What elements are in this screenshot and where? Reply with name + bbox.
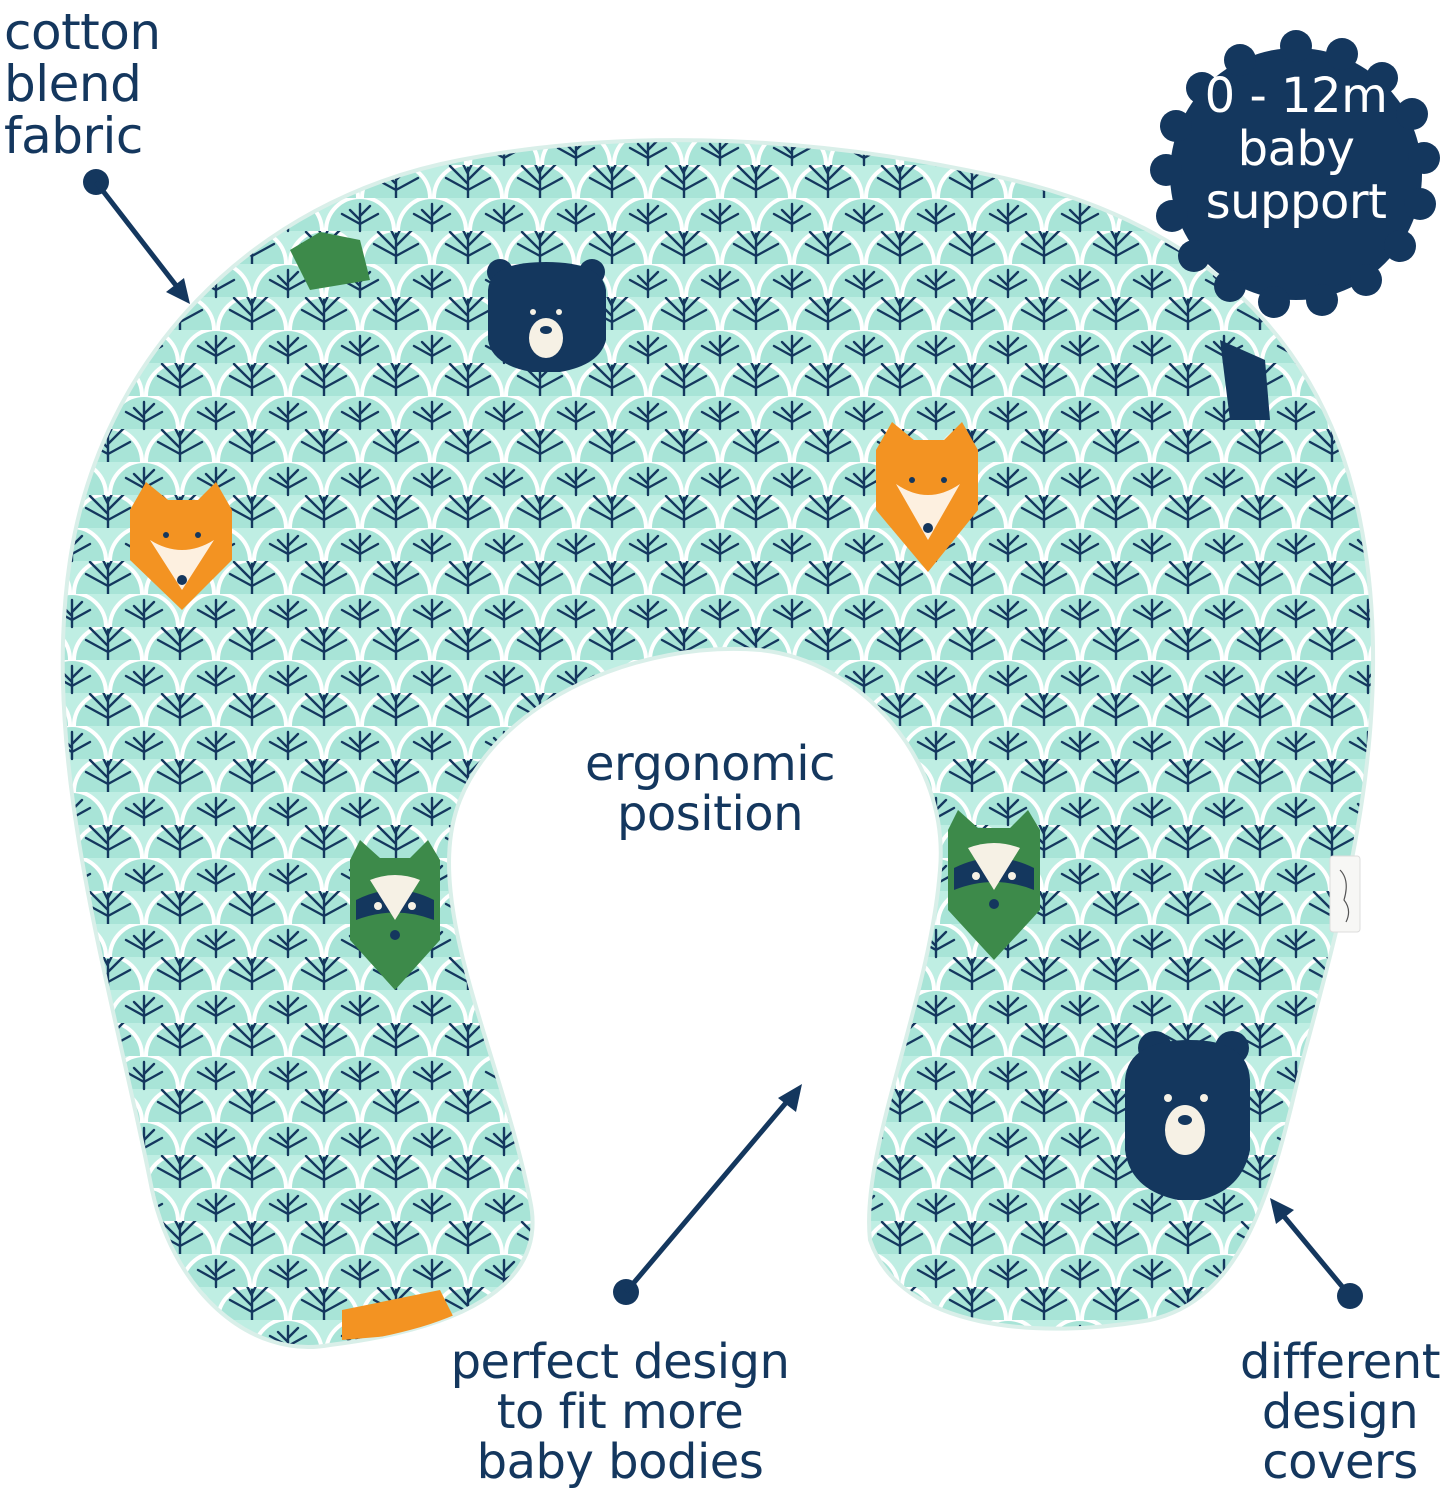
fox-icon (876, 422, 978, 572)
design-line: perfect design (450, 1334, 790, 1390)
covers-callout: different design covers (1220, 1334, 1455, 1490)
scalloped-badge-icon (1150, 30, 1440, 318)
position-callout: ergonomic position (560, 736, 860, 842)
position-line: ergonomic (584, 736, 836, 792)
covers-line: design (1261, 1383, 1419, 1440)
age-badge-text: 0 - 12m baby support (1150, 70, 1442, 228)
fabric-line: fabric (4, 107, 143, 165)
position-line: position (616, 785, 804, 842)
design-callout: perfect design to fit more baby bodies (410, 1334, 830, 1490)
design-line: baby bodies (476, 1433, 764, 1490)
bear-icon (1125, 1031, 1250, 1200)
covers-line: different (1239, 1334, 1441, 1390)
bear-icon (487, 259, 606, 372)
raccoon-icon (948, 810, 1040, 960)
fabric-callout: cotton blend fabric (4, 6, 161, 162)
design-line: to fit more (496, 1383, 744, 1440)
covers-line: covers (1262, 1433, 1418, 1490)
fabric-line: blend (4, 55, 142, 113)
badge-line: support (1205, 173, 1387, 230)
fabric-line: cotton (4, 3, 161, 61)
label-tag-icon (1329, 855, 1361, 933)
raccoon-icon (350, 840, 440, 990)
badge-line: baby (1237, 120, 1355, 177)
fox-icon (130, 482, 232, 610)
badge-line: 0 - 12m (1204, 68, 1388, 124)
